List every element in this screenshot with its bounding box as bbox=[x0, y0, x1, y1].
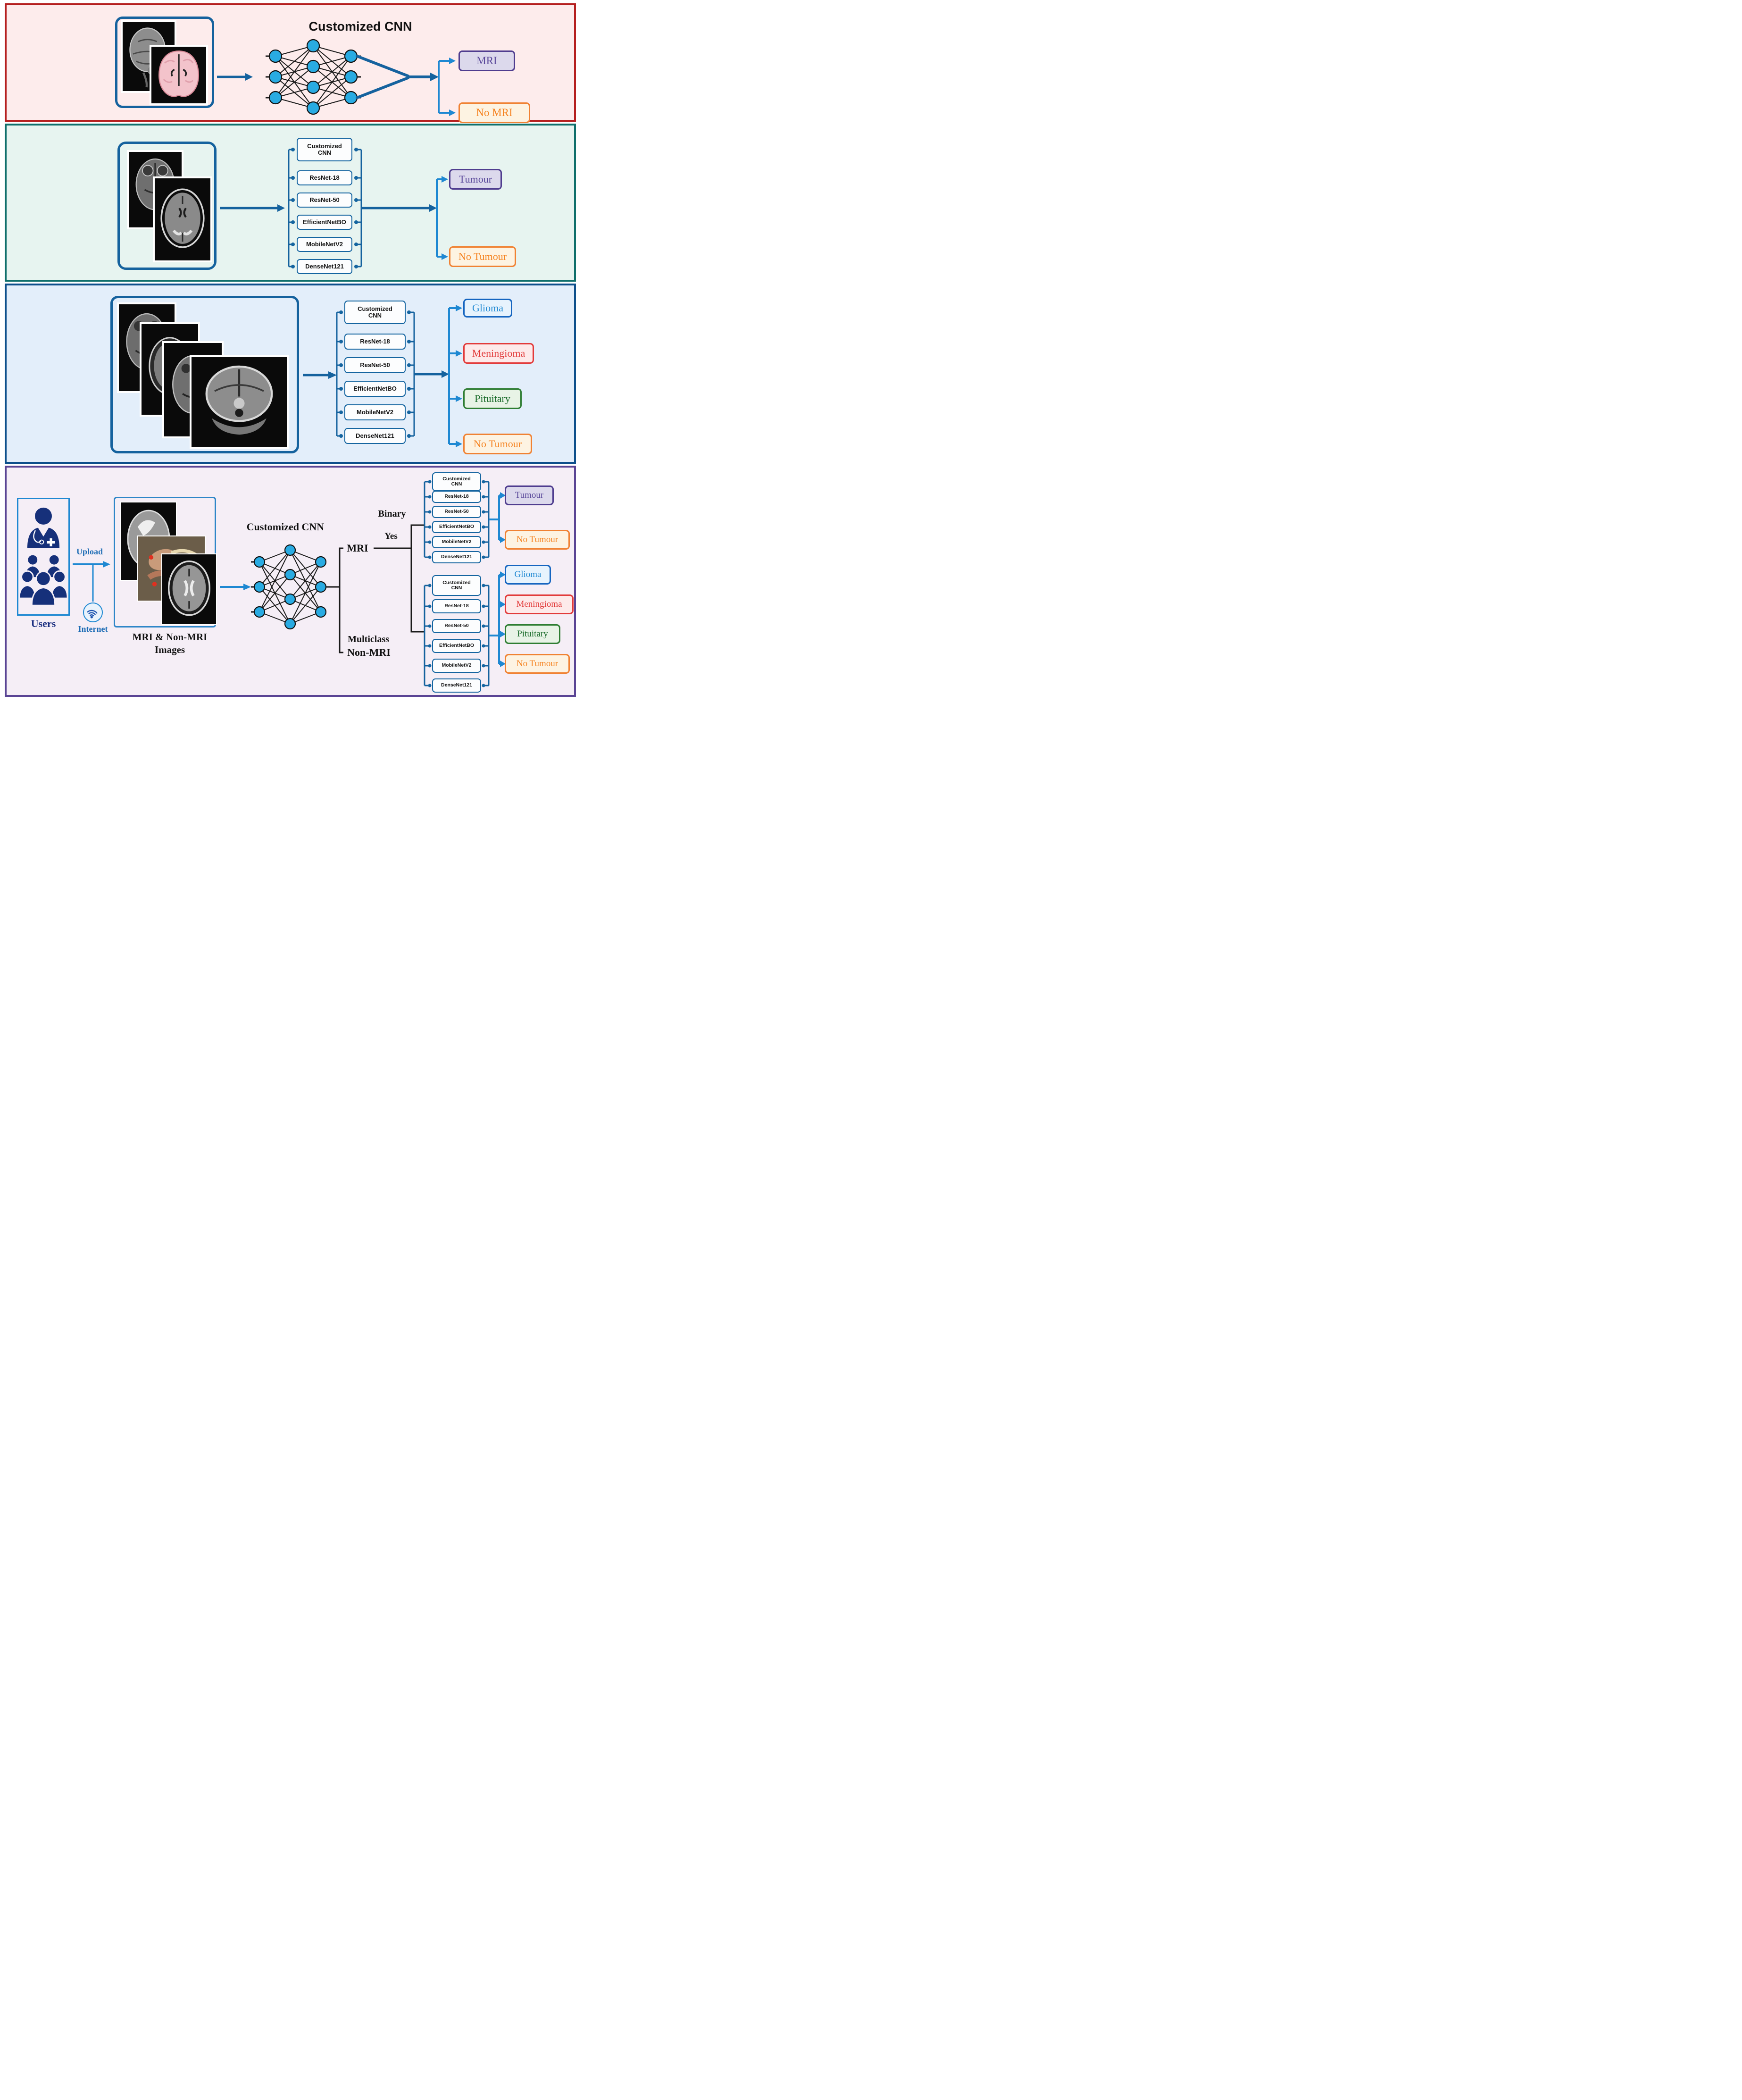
mri-photo-axial-t2 bbox=[161, 553, 217, 625]
model-box-resnet50: ResNet-50 bbox=[344, 357, 406, 373]
output-box-mri: MRI bbox=[458, 50, 515, 71]
users-label: Users bbox=[31, 618, 56, 629]
upload-label: Upload bbox=[76, 546, 103, 556]
model-box-customized-cnn: Customized CNN bbox=[432, 472, 481, 491]
output-box-no-tumour: No Tumour bbox=[463, 434, 532, 454]
mri-photo-coronal-large bbox=[190, 355, 289, 449]
model-box-efficientnetb0: EfficientNetBO bbox=[432, 521, 481, 533]
branch-label-mri: MRI bbox=[347, 542, 368, 554]
branch-label-multiclass: Multiclass bbox=[348, 634, 389, 644]
panel4-connectors bbox=[73, 480, 506, 687]
model-box-resnet50: ResNet-50 bbox=[432, 506, 481, 518]
model-box-resnet18: ResNet-18 bbox=[432, 491, 481, 503]
panel1-connectors bbox=[217, 39, 456, 116]
model-box-resnet50: ResNet-50 bbox=[297, 192, 352, 208]
mri-photo-axial-flair bbox=[153, 176, 212, 262]
output-box-pituitary: Pituitary bbox=[505, 624, 560, 644]
output-box-no-tumour: No Tumour bbox=[505, 530, 570, 550]
wifi-icon bbox=[87, 610, 98, 619]
brain-scan-image bbox=[162, 554, 216, 624]
uploaded-images-caption: MRI & Non-MRI Images bbox=[132, 631, 208, 655]
model-box-customized-cnn: Customized CNN bbox=[432, 575, 481, 596]
brain-scan-image bbox=[192, 357, 287, 447]
model-box-efficientnetb0: EfficientNetBO bbox=[432, 639, 481, 653]
branch-label-binary: Binary bbox=[378, 508, 406, 519]
model-box-mobilenetv2: MobileNetV2 bbox=[432, 659, 481, 673]
model-box-densenet121: DenseNet121 bbox=[344, 428, 406, 444]
users-doctor-group-icon bbox=[18, 507, 68, 606]
output-box-no-mri: No MRI bbox=[458, 102, 530, 123]
panel1-title: Customized CNN bbox=[308, 19, 412, 33]
internet-wifi-icon bbox=[83, 602, 103, 622]
panel-multiclass-classification: Customized CNN ResNet-18 ResNet-50 Effic… bbox=[5, 284, 576, 464]
model-box-mobilenetv2: MobileNetV2 bbox=[297, 237, 352, 252]
model-box-mobilenetv2: MobileNetV2 bbox=[432, 536, 481, 548]
users-box bbox=[17, 498, 70, 616]
output-box-tumour: Tumour bbox=[449, 169, 502, 190]
internet-label: Internet bbox=[78, 624, 108, 634]
output-box-tumour: Tumour bbox=[505, 485, 554, 505]
figure-root: Customized CNN MRI No MRI bbox=[0, 0, 581, 700]
model-box-resnet18: ResNet-18 bbox=[344, 334, 406, 350]
model-box-mobilenetv2: MobileNetV2 bbox=[344, 404, 406, 420]
output-box-glioma: Glioma bbox=[505, 565, 551, 585]
model-box-densenet121: DenseNet121 bbox=[432, 551, 481, 563]
model-box-customized-cnn: Customized CNN bbox=[297, 138, 352, 161]
panel3-connectors bbox=[303, 305, 462, 447]
panel2-connectors bbox=[220, 148, 448, 268]
output-box-meningioma: Meningioma bbox=[463, 343, 534, 364]
model-box-customized-cnn: Customized CNN bbox=[344, 301, 406, 324]
panel4-cnn-title: Customized CNN bbox=[246, 521, 325, 533]
model-box-densenet121: DenseNet121 bbox=[432, 678, 481, 693]
output-box-meningioma: Meningioma bbox=[505, 594, 574, 614]
pink-brain-illustration bbox=[151, 47, 206, 103]
brain-scan-image bbox=[155, 178, 210, 260]
output-box-no-tumour: No Tumour bbox=[449, 246, 516, 267]
brain-illustration-photo-coronal bbox=[150, 45, 208, 105]
mri-dataset-images-box bbox=[110, 296, 299, 453]
output-box-no-tumour: No Tumour bbox=[505, 654, 570, 674]
branch-label-yes: Yes bbox=[384, 531, 398, 541]
model-box-densenet121: DenseNet121 bbox=[297, 259, 352, 274]
model-box-efficientnetb0: EfficientNetBO bbox=[344, 381, 406, 397]
model-box-resnet50: ResNet-50 bbox=[432, 619, 481, 633]
model-box-efficientnetb0: EfficientNetBO bbox=[297, 215, 352, 230]
mri-sample-images-box bbox=[115, 17, 214, 108]
output-box-glioma: Glioma bbox=[463, 299, 512, 318]
output-box-pituitary: Pituitary bbox=[463, 388, 522, 409]
branch-label-non-mri: Non-MRI bbox=[347, 646, 391, 658]
panel-binary-classification: Customized CNN ResNet-18 ResNet-50 Effic… bbox=[5, 124, 576, 282]
mri-input-images-box bbox=[117, 142, 217, 270]
panel-deployment-pipeline: Users Upload Internet bbox=[5, 466, 576, 697]
model-box-resnet18: ResNet-18 bbox=[432, 599, 481, 613]
panel-mri-detection: Customized CNN MRI No MRI bbox=[5, 3, 576, 123]
model-box-resnet18: ResNet-18 bbox=[297, 170, 352, 185]
